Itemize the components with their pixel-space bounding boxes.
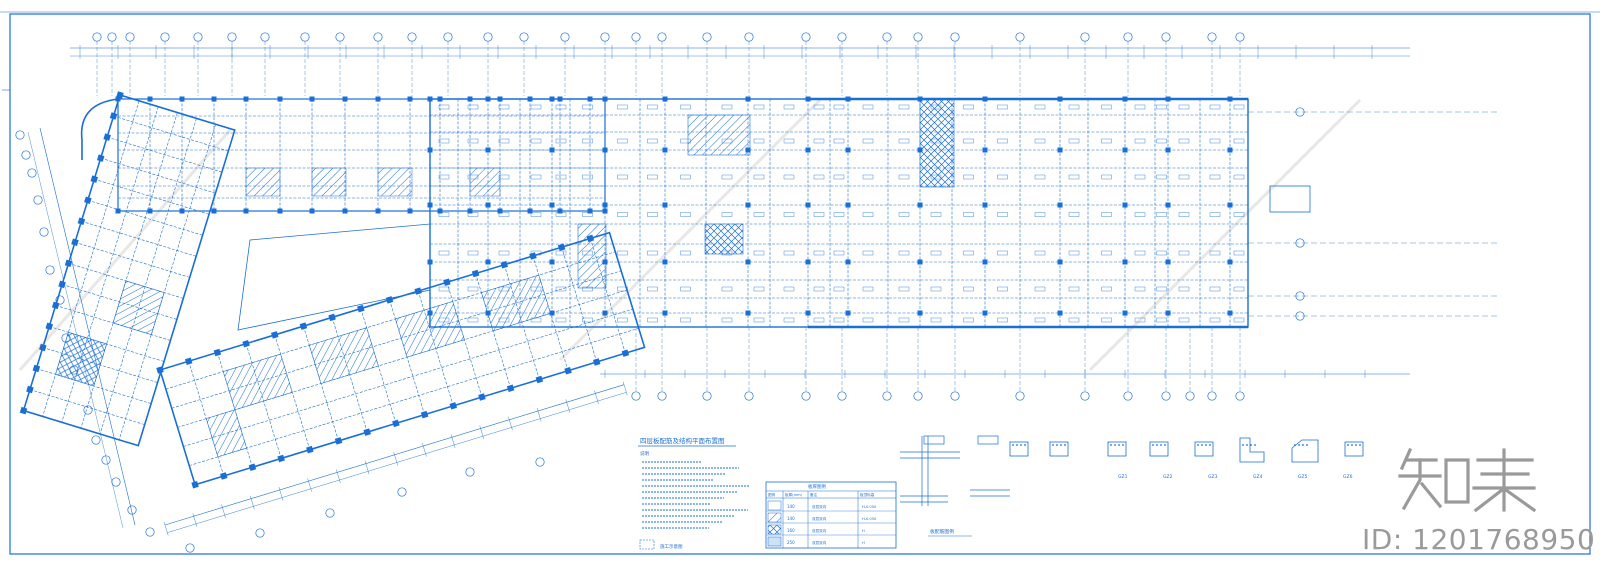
- legend-row-thickness: 160: [787, 528, 795, 533]
- legend-header-elevation: 板顶标高: [860, 492, 875, 497]
- legend-row-remark: 双层双向: [812, 516, 827, 521]
- legend-row-elevation: H: [862, 529, 865, 533]
- detail-title: 板配筋图例: [930, 528, 954, 535]
- section-label: GZ3: [1208, 474, 1218, 480]
- plan-left-wing: [19, 91, 608, 529]
- section-label: GZ1: [1118, 474, 1128, 480]
- plan-title: 四层板配筋及结构平面布置图: [640, 436, 725, 445]
- brand-logo-mark: [1398, 447, 1536, 512]
- axis-bubbles: [15, 32, 1305, 553]
- legend-row-thickness: 250: [787, 540, 795, 545]
- section-label: GZ2: [1163, 474, 1173, 480]
- legend-row-thickness: 140: [787, 516, 795, 521]
- legend-row-elevation: H: [862, 541, 865, 545]
- scale-note: 施工示意图: [660, 543, 683, 550]
- section-details: GZ1 GZ2 GZ3 GZ4 GZ5 GZ6: [1009, 437, 1364, 480]
- legend-row-elevation: H-0.050: [862, 517, 877, 521]
- legend-row-remark: 双层双向: [812, 540, 827, 545]
- legend-row-elevation: H-0.050: [862, 505, 877, 509]
- section-label: GZ5: [1298, 474, 1308, 480]
- plan-right-wing: [70, 45, 1500, 378]
- section-label: GZ4: [1253, 474, 1263, 480]
- legend-header-pattern: 图例: [768, 492, 776, 497]
- legend-header-thickness: 板厚(mm): [785, 492, 803, 497]
- slab-detail-sketch: [900, 435, 1010, 506]
- legend-row-remark: 双层双向: [812, 504, 827, 509]
- drawing-id-watermark: ID: 1201768950: [1362, 523, 1596, 556]
- notes-heading: 说明: [640, 450, 649, 457]
- diagonal-watermark: [18, 98, 1362, 372]
- section-label: GZ6: [1343, 474, 1353, 480]
- slab-legend-table: 板厚图例 图例 板厚(mm) 备注 板顶标高 140 140 160 250 双…: [765, 481, 897, 549]
- plan-bottom-wing: [156, 223, 646, 536]
- sheet-border: [9, 13, 1591, 555]
- legend-row-remark: 双层双向: [812, 528, 827, 533]
- legend-header-remark: 备注: [810, 492, 818, 497]
- notes-block: 四层板配筋及结构平面布置图 说明 施工示意图: [638, 436, 750, 550]
- legend-row-thickness: 140: [787, 504, 795, 509]
- legend-title: 板厚图例: [808, 483, 826, 490]
